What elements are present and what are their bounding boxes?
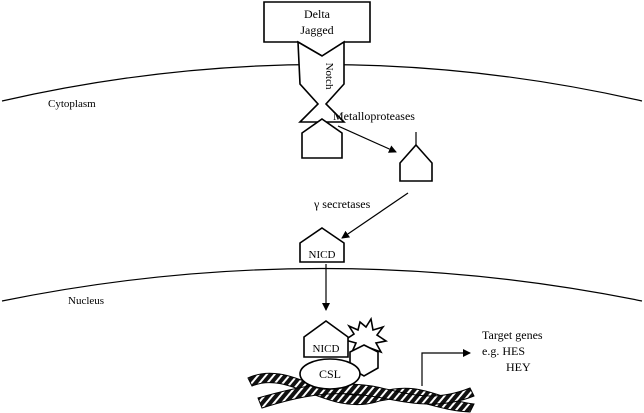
nicd-nucleus bbox=[303, 320, 349, 358]
csl-protein bbox=[299, 358, 361, 390]
nicd-cytoplasm bbox=[299, 227, 345, 263]
transcription-arrow bbox=[421, 349, 471, 386]
secretases-label: γ secretases bbox=[313, 197, 371, 211]
nicd-label: NICD bbox=[309, 249, 336, 261]
ligand-label-line2: Jagged bbox=[300, 23, 333, 37]
nucleus-label: Nucleus bbox=[68, 295, 104, 307]
secretase-arrow bbox=[341, 192, 409, 239]
ligand-label-line1: Delta bbox=[304, 7, 331, 21]
target-genes-hey: HEY bbox=[506, 360, 531, 374]
metalloproteases-label: Metalloproteases bbox=[333, 109, 415, 123]
nuclear-membrane bbox=[1, 267, 643, 302]
notch-label: Notch bbox=[323, 63, 335, 90]
nicd-nuclear-label: NICD bbox=[313, 343, 340, 355]
notch-intracellular-domain bbox=[301, 118, 343, 159]
notch-receptor bbox=[297, 40, 346, 123]
target-genes-example: e.g. HES bbox=[482, 344, 525, 358]
target-genes-label: Target genes bbox=[482, 328, 543, 342]
cytoplasm-label: Cytoplasm bbox=[48, 98, 96, 110]
metalloprotease-arrow bbox=[337, 125, 397, 153]
cleaved-notch-fragment bbox=[399, 143, 433, 182]
csl-label: CSL bbox=[319, 367, 341, 381]
